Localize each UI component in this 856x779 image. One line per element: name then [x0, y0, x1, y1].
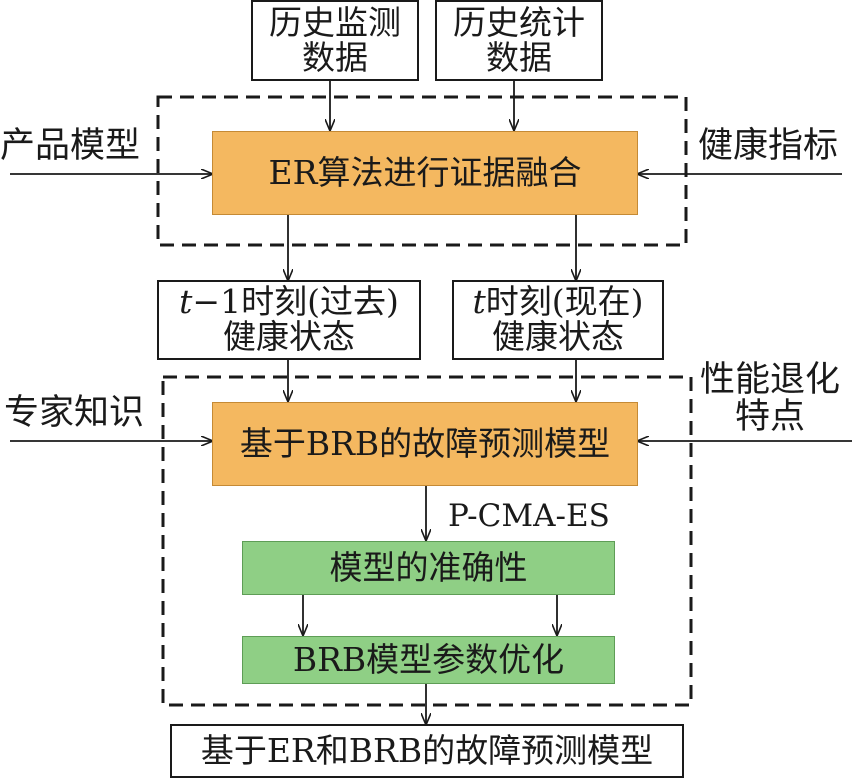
- final-model-label: 基于ER和BRB的故障预测模型: [200, 730, 654, 770]
- time-var-t: t: [472, 282, 486, 322]
- health-state-now-line2: 健康状态: [492, 317, 624, 356]
- brb-model-box: 基于BRB的故障预测模型: [212, 402, 638, 486]
- hist-monitor-box: 历史监测 数据: [251, 0, 419, 81]
- degradation-line2: 特点: [735, 396, 806, 437]
- health-state-now-time: 时刻(现在): [485, 282, 644, 322]
- health-state-past-box: t−1时刻(过去) 健康状态: [157, 280, 421, 360]
- health-index-label: 健康指标: [698, 126, 839, 166]
- param-opt-box: BRB模型参数优化: [242, 636, 615, 684]
- health-state-now-line1: t时刻(现在): [472, 285, 643, 320]
- product-model-label: 产品模型: [0, 126, 141, 166]
- hist-stats-line1: 历史统计: [453, 2, 585, 42]
- optimizer-label: P-CMA-ES: [448, 498, 610, 534]
- brb-region-dashed: [161, 375, 693, 707]
- param-opt-label: BRB模型参数优化: [292, 639, 565, 679]
- degradation-label: 性能退化 特点: [700, 362, 840, 436]
- hist-stats-line2: 数据: [486, 37, 552, 77]
- hist-monitor-line1: 历史监测: [269, 2, 401, 42]
- final-model-box: 基于ER和BRB的故障预测模型: [170, 724, 684, 778]
- accuracy-label: 模型的准确性: [329, 547, 528, 587]
- brb-model-label: 基于BRB的故障预测模型: [239, 423, 611, 463]
- hist-monitor-line2: 数据: [302, 37, 368, 77]
- accuracy-box: 模型的准确性: [242, 541, 615, 595]
- time-var-t: t: [179, 282, 193, 322]
- er-fusion-label: ER算法进行证据融合: [268, 152, 582, 192]
- degradation-line1: 性能退化: [700, 360, 841, 400]
- health-state-now-box: t时刻(现在) 健康状态: [452, 280, 664, 360]
- hist-stats-box: 历史统计 数据: [435, 0, 603, 81]
- health-state-past-time: −1时刻(过去): [192, 282, 399, 322]
- expert-knowledge-label: 专家知识: [4, 393, 145, 433]
- health-state-past-line2: 健康状态: [223, 317, 355, 356]
- health-state-past-line1: t−1时刻(过去): [179, 285, 399, 320]
- er-region-dashed: [156, 95, 688, 247]
- er-fusion-box: ER算法进行证据融合: [212, 131, 638, 215]
